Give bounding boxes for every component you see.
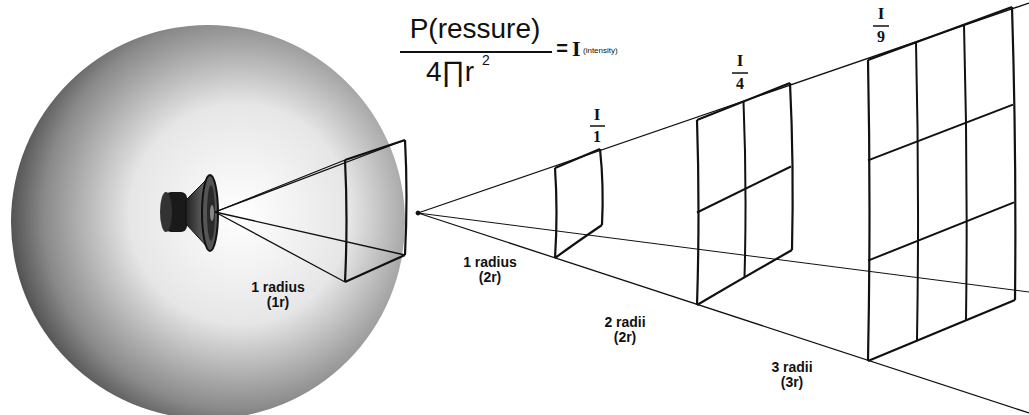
- fraction-bar: [590, 125, 605, 127]
- fraction-text: 9: [877, 29, 885, 46]
- formula-text: 4∏r: [426, 57, 474, 86]
- wavefront-grid: [868, 202, 1014, 260]
- wavefront-grid: [555, 168, 557, 258]
- wavefront-grid: [345, 160, 347, 282]
- fraction-bar: [873, 25, 889, 27]
- formula-text: =: [556, 38, 568, 59]
- sound-sphere: [11, 25, 405, 415]
- ray-line: [215, 140, 405, 212]
- wavefront-grid: [697, 167, 791, 213]
- intensity-frustum: [215, 3, 1029, 413]
- ray-line: [215, 212, 345, 282]
- distance-label: 1 radius (2r): [454, 255, 526, 284]
- apex-dot: [416, 211, 420, 215]
- wavefront-grid: [916, 42, 918, 340]
- fraction-text: 4: [736, 76, 744, 93]
- ray-line: [418, 213, 1029, 292]
- fraction-text: I: [878, 5, 885, 23]
- fraction-text: I: [594, 106, 601, 124]
- formula-note: (intensity): [583, 47, 618, 55]
- wavefront-grid: [790, 83, 793, 250]
- wavefront-grid: [555, 149, 600, 168]
- ray-line: [215, 212, 405, 255]
- wavefront-grid: [868, 105, 1013, 161]
- distance-label: 1 radius (1r): [242, 280, 314, 309]
- wavefront-grid: [345, 255, 405, 282]
- wavefront-grid: [405, 140, 407, 255]
- speaker-icon: [160, 175, 218, 251]
- formula-symbol: I: [572, 37, 581, 60]
- wavefront-grid: [345, 140, 405, 160]
- wavefront-grid: [697, 250, 792, 305]
- wavefront-grid: [868, 7, 1012, 60]
- wavefront-grid: [555, 225, 602, 258]
- wavefront-grid: [868, 60, 870, 361]
- fraction-text: 1: [593, 129, 601, 146]
- fraction-bar: [732, 72, 748, 74]
- ray-line: [418, 213, 1029, 413]
- fraction-bar: [400, 51, 552, 53]
- distance-label: 2 radii (2r): [592, 315, 658, 344]
- wavefront-grid: [964, 25, 967, 321]
- formula-text: P(ressure): [410, 14, 541, 43]
- formula-exponent: 2: [482, 53, 490, 68]
- wavefront-grid: [1012, 7, 1015, 300]
- wavefront-grid: [600, 149, 603, 225]
- distance-label: 3 radii (3r): [759, 360, 825, 389]
- wavefront-grid: [868, 300, 1015, 361]
- fraction-text: I: [737, 52, 744, 70]
